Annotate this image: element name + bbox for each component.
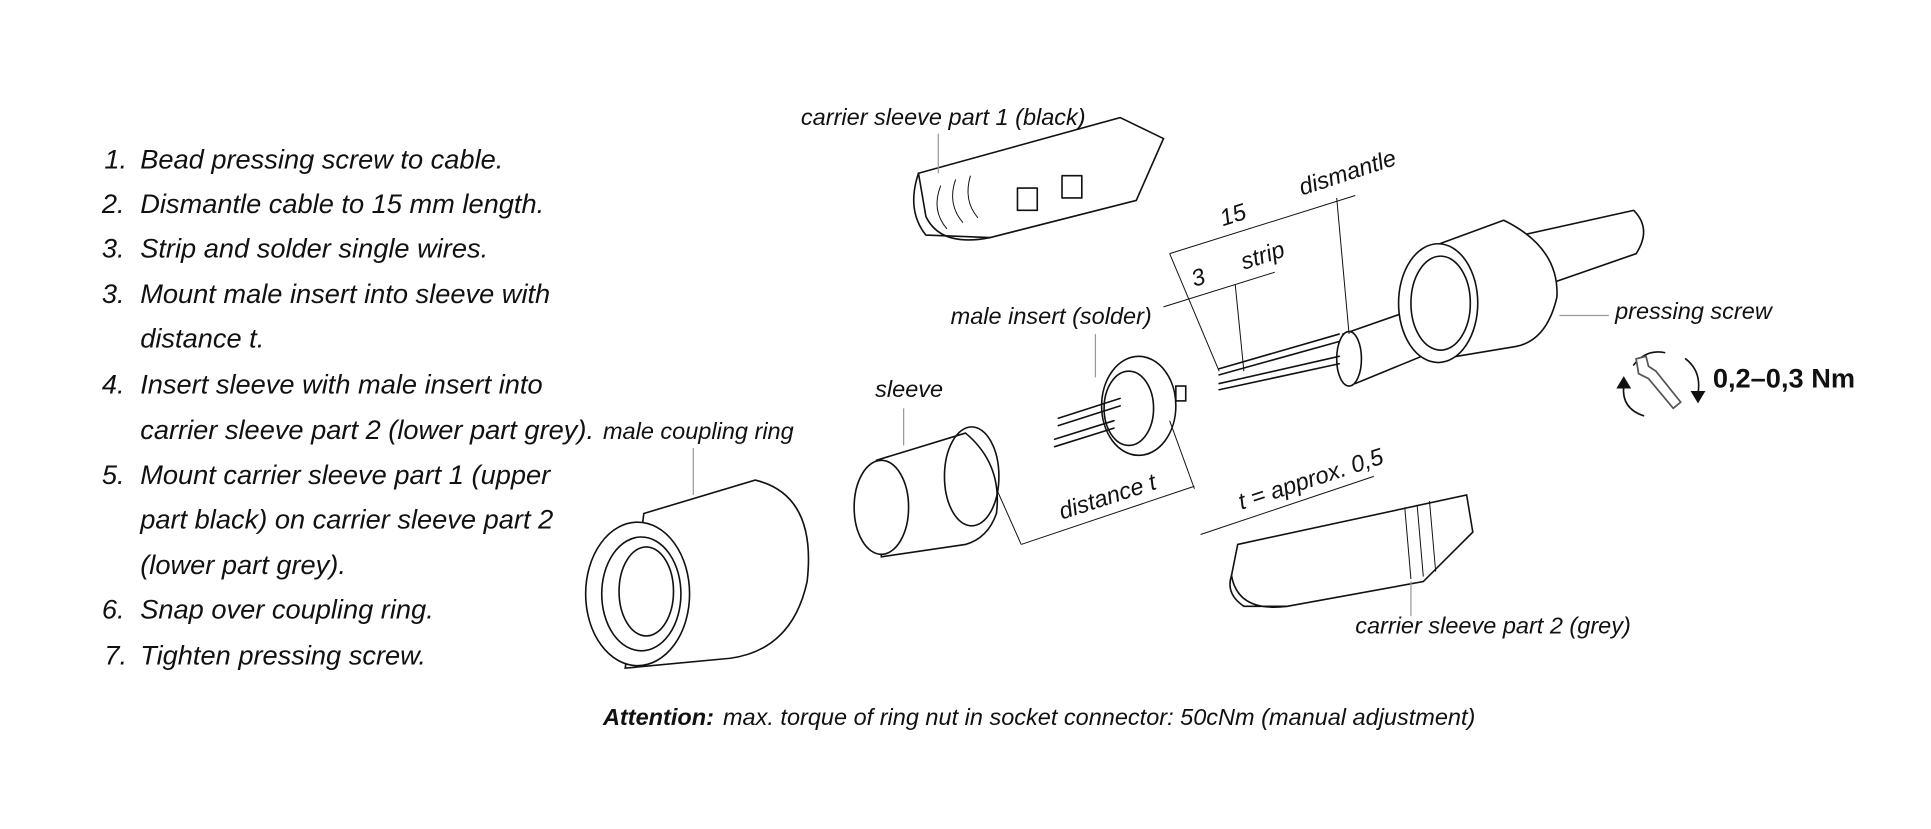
step-5: 5. Mount carrier sleeve part 1 (upper part…	[102, 459, 553, 580]
label-strip: strip	[1237, 236, 1287, 274]
male-coupling-ring-drawing	[584, 447, 810, 670]
attention-label: Attention:	[602, 704, 714, 730]
torque-value: 0,2–0,3 Nm	[1713, 362, 1855, 393]
attention-note: Attention: max. torque of ring nut in so…	[602, 704, 1475, 730]
label-pressing-screw: pressing screw	[1614, 298, 1774, 324]
sleeve-drawing	[853, 408, 1000, 558]
male-insert-drawing	[1053, 334, 1187, 457]
attention-text: max. torque of ring nut in socket connec…	[723, 704, 1475, 730]
label-male-insert: male insert (solder)	[951, 303, 1152, 329]
step-text: Mount carrier sleeve part 1 (upper	[140, 459, 551, 490]
step-number: 2.	[101, 188, 125, 219]
step-6: 6. Snap over coupling ring.	[102, 594, 434, 625]
label-distance-t: distance t	[1056, 468, 1161, 524]
step-2: 2. Dismantle cable to 15 mm length.	[101, 188, 544, 219]
step-3a: 3. Strip and solder single wires.	[102, 232, 488, 263]
step-text: Mount male insert into sleeve with	[140, 278, 550, 309]
step-3b: 3. Mount male insert into sleeve with dist…	[102, 278, 550, 354]
label-dim-3: 3	[1188, 263, 1208, 292]
step-text: Dismantle cable to 15 mm length.	[140, 188, 544, 219]
label-carrier-sleeve-part1: carrier sleeve part 1 (black)	[801, 104, 1086, 130]
carrier-sleeve-part1-drawing	[913, 116, 1165, 241]
label-dismantle: dismantle	[1296, 144, 1400, 200]
step-number: 3.	[102, 232, 125, 263]
step-number: 4.	[102, 368, 125, 399]
step-text: Snap over coupling ring.	[140, 594, 434, 625]
step-text: Tighten pressing screw.	[140, 639, 426, 670]
step-number: 1.	[104, 143, 127, 174]
step-4: 4. Insert sleeve with male insert into car…	[102, 368, 594, 445]
wrench-torque-icon	[1616, 351, 1706, 417]
assembly-steps: 1. Bead pressing screw to cable. 2. Disman…	[101, 143, 594, 670]
step-number: 6.	[102, 594, 125, 625]
step-number: 3.	[102, 278, 125, 309]
label-male-coupling-ring: male coupling ring	[603, 418, 794, 444]
step-text: part black) on carrier sleeve part 2	[139, 503, 553, 534]
step-text: (lower part grey).	[140, 549, 346, 580]
step-text: distance t.	[140, 323, 264, 354]
step-number: 5.	[102, 459, 125, 490]
step-text: Bead pressing screw to cable.	[140, 143, 503, 174]
label-sleeve: sleeve	[875, 376, 943, 402]
step-text: Insert sleeve with male insert into	[140, 368, 542, 399]
step-number: 7.	[104, 639, 127, 670]
step-1: 1. Bead pressing screw to cable.	[104, 143, 503, 174]
label-carrier-sleeve-part2: carrier sleeve part 2 (grey)	[1355, 613, 1631, 639]
label-dim-15: 15	[1216, 198, 1250, 231]
label-t-approx: t = approx. 0,5	[1235, 443, 1387, 515]
cable-pressing-screw-drawing	[1218, 209, 1645, 391]
step-text: Strip and solder single wires.	[140, 232, 488, 263]
step-7: 7. Tighten pressing screw.	[104, 639, 426, 670]
dimension-lines	[995, 195, 1374, 545]
carrier-sleeve-part2-drawing	[1229, 493, 1474, 617]
step-text: carrier sleeve part 2 (lower part grey).	[140, 414, 594, 445]
